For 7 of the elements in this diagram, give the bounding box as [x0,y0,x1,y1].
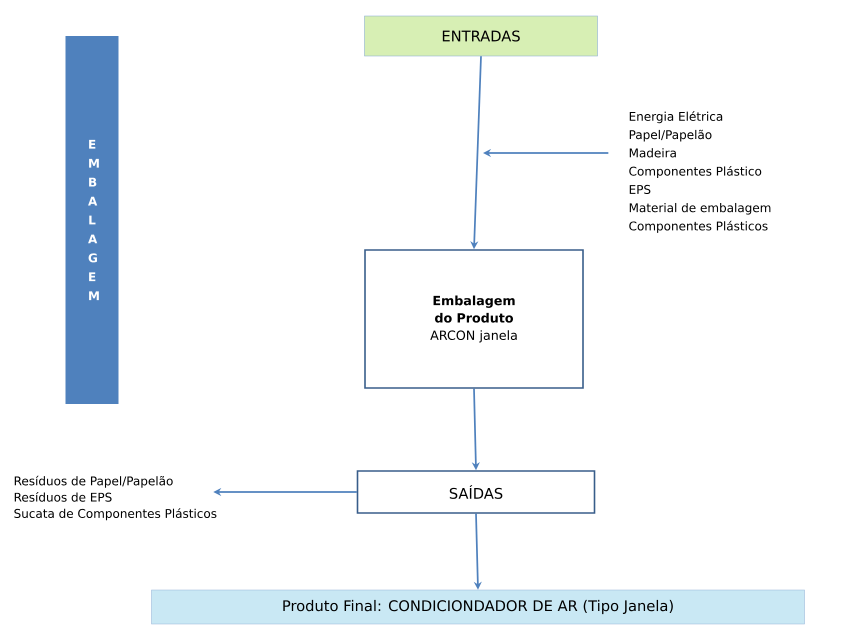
process-box: Embalagem do Produto ARCON janela [364,249,584,389]
input-list: Energia Elétrica Papel/Papelão Madeira Componentes Plástico EPS Material de embalagem Componentes Plásticos [629,111,770,233]
output-box: SAÍDAS [356,470,596,514]
result-box: Produto Final: CONDICIONDADOR DE AR (Tipo Janela) [151,590,805,624]
vertical-band: E M B A L A G E M [64,34,120,406]
output-list: Resíduos de Papel/Papelão Resíduos de EPS Sucata de Componentes Plásticos [14,476,216,520]
input-box: ENTRADAS [364,16,598,56]
